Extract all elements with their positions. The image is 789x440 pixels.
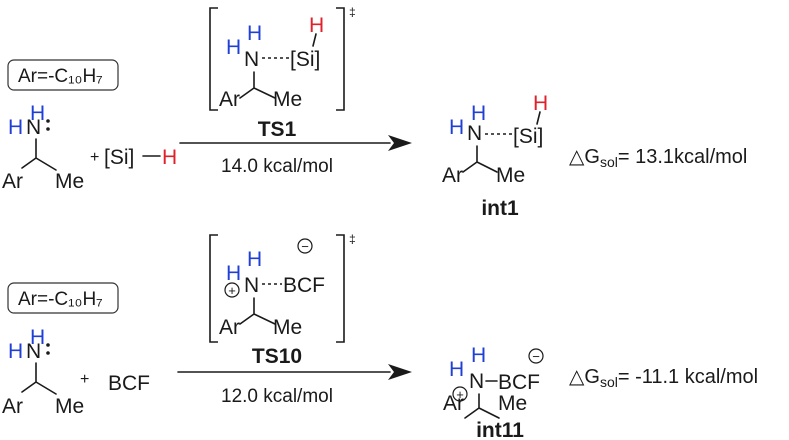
reactant-amine: H H N Ar Me [2,326,84,418]
ts-dagger: ‡ [349,232,356,246]
bcf-reagent: BCF [108,372,150,395]
ts-h-atom: H [247,248,262,271]
ts-silane-label: [Si] [290,48,320,71]
ts-bracket-left [209,7,218,111]
positive-charge-sign: + [456,387,464,402]
reaction-1: Ar=-C₁₀H₇ H H N Ar Me + [Si] H ‡ H H N [2,5,747,220]
positive-charge-sign: + [228,283,236,298]
plus-sign: + [90,149,99,166]
int-h-atom: H [449,116,464,139]
ar-definition-box [7,59,119,91]
negative-charge-sign: − [301,239,309,254]
lone-pair-dot [46,343,50,347]
amine-h-atom: H [8,116,23,139]
activation-barrier: 14.0 kcal/mol [221,156,333,177]
plus-sign: + [80,371,89,388]
silane-h-atom: H [162,146,177,169]
reaction-arrow-head [388,364,412,380]
ts-amine-bonds [239,297,276,325]
int-aryl-label: Ar [442,164,463,187]
reaction-arrow-head [388,135,412,151]
ts-bracket-right [336,7,345,111]
amine-h-atom: H [30,326,45,349]
int-amine-bonds [464,393,500,419]
int-bcf-label: BCF [498,371,540,394]
ts-n-atom: N [244,274,259,297]
delta-g-symbol: △Gsol= 13.1kcal/mol [569,146,747,170]
amine-bonds [21,138,57,171]
silane-label: [Si] [104,146,134,169]
int-h-atom: H [449,358,464,381]
int-si-h-bond [536,111,541,125]
reaction-2: Ar=-C₁₀H₇ H H N Ar Me + BCF ‡ − H H + N [2,232,758,440]
ts-bracket-left [209,234,218,343]
methyl-label: Me [55,395,84,418]
ts-bcf-label: BCF [283,274,325,297]
ts-silane-h-atom: H [309,14,324,37]
reactant-amine: H H N Ar Me [2,102,84,193]
positive-charge [224,282,240,298]
product-label: int1 [481,197,519,220]
int-n-atom: N [469,370,484,393]
product-int11: − H H + N BCF Ar Me [443,344,544,419]
int-silane-h-atom: H [533,92,548,115]
amine-n-atom: N [26,116,41,139]
ts-n-atom: N [244,48,259,71]
amine-n-atom: N [26,340,41,363]
int-h-atom: H [471,102,486,125]
int-aryl-label: Ar [443,392,464,415]
ar-definition-box [7,282,119,314]
ts-amine-bonds [239,71,276,99]
ar-definition-label: Ar=-C₁₀H₇ [18,289,103,310]
int-methyl-label: Me [496,164,525,187]
int-silane-label: [Si] [513,125,543,148]
amine-bonds [21,362,57,395]
ts-h-atom: H [247,22,262,45]
ts-bracket-right [336,234,345,343]
positive-charge [452,386,468,402]
transition-state-ts10: ‡ − H H + N BCF Ar Me [209,232,356,343]
ts-methyl-label: Me [273,316,302,339]
ts-h-atom: H [226,262,241,285]
lone-pair-dot [46,127,50,131]
ts-label: TS1 [258,118,297,141]
product-label: int11 [476,419,524,440]
methyl-label: Me [55,170,84,193]
ar-definition-label: Ar=-C₁₀H₇ [18,66,103,87]
aryl-label: Ar [2,170,23,193]
int-methyl-label: Me [498,392,527,415]
activation-barrier: 12.0 kcal/mol [221,386,333,407]
ts-label: TS10 [252,345,302,368]
negative-charge [528,348,544,364]
aryl-label: Ar [2,395,23,418]
reactant-silane: [Si] H [104,146,177,169]
ts-h-atom: H [226,36,241,59]
transition-state-ts1: ‡ H H N [Si] H Ar Me [209,5,356,111]
amine-h-atom: H [30,102,45,125]
amine-h-atom: H [8,340,23,363]
lone-pair-dot [46,119,50,123]
ts-si-h-bond [312,33,317,47]
negative-charge-sign: − [532,349,540,364]
ts-methyl-label: Me [273,88,302,111]
int-n-atom: N [467,122,482,145]
lone-pair-dot [46,351,50,355]
negative-charge [297,238,313,254]
int-h-atom: H [471,344,486,367]
ts-aryl-label: Ar [219,316,240,339]
int-amine-bonds [462,145,498,173]
product-int1: H H N [Si] H Ar Me [442,92,548,187]
ts-aryl-label: Ar [219,88,240,111]
delta-g-symbol: △Gsol= -11.1 kcal/mol [569,366,758,390]
ts-dagger: ‡ [349,5,356,19]
